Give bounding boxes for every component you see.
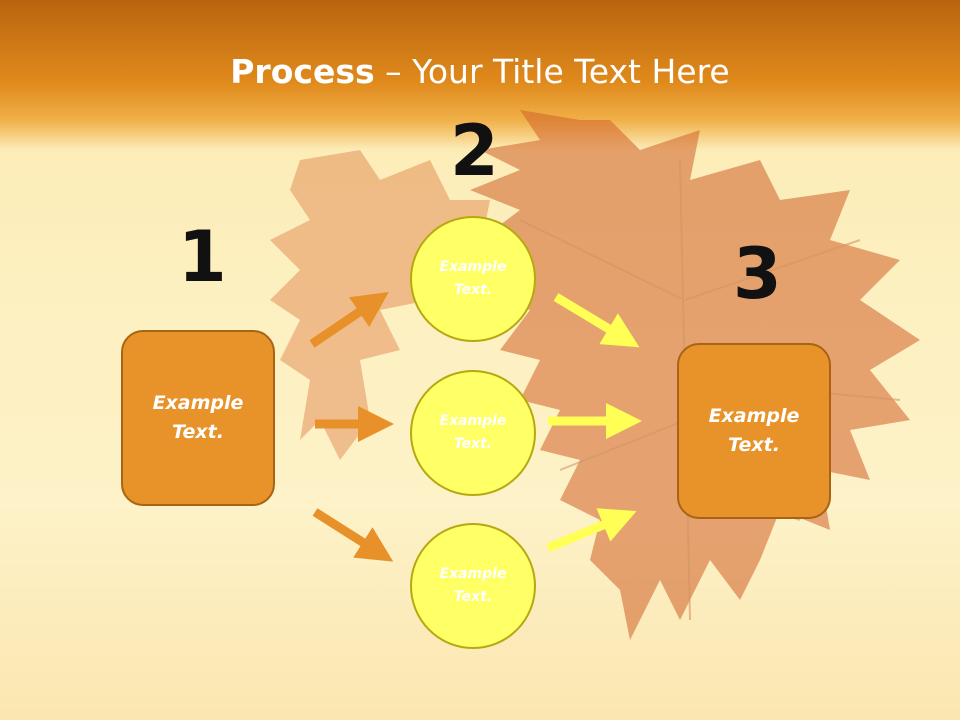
slide-title: Process – Your Title Text Here bbox=[0, 52, 960, 91]
title-bold: Process bbox=[230, 52, 375, 91]
step-1-box: Example Text. bbox=[121, 330, 275, 506]
arrow-1-to-2a bbox=[309, 291, 389, 348]
step-2-circle-2-label: Example Text. bbox=[439, 413, 507, 452]
step-1-label: Example Text. bbox=[152, 392, 244, 443]
header-band bbox=[0, 0, 960, 150]
step-3-label: Example Text. bbox=[708, 405, 800, 456]
step-3-box: Example Text. bbox=[677, 343, 831, 519]
step-2-circle-3: Example Text. bbox=[410, 523, 536, 649]
step-2-circle-3-label: Example Text. bbox=[439, 566, 507, 605]
step-number-2: 2 bbox=[450, 110, 499, 192]
step-2-circle-2: Example Text. bbox=[410, 370, 536, 496]
title-rest: – Your Title Text Here bbox=[374, 52, 730, 91]
step-2-circle-1-label: Example Text. bbox=[439, 259, 507, 298]
step-number-1: 1 bbox=[178, 216, 227, 298]
arrow-2c-to-3 bbox=[546, 508, 637, 553]
arrow-1-to-2c bbox=[312, 508, 394, 562]
arrow-2a-to-3 bbox=[553, 293, 640, 348]
step-2-circle-1: Example Text. bbox=[410, 216, 536, 342]
step-number-3: 3 bbox=[733, 233, 782, 315]
